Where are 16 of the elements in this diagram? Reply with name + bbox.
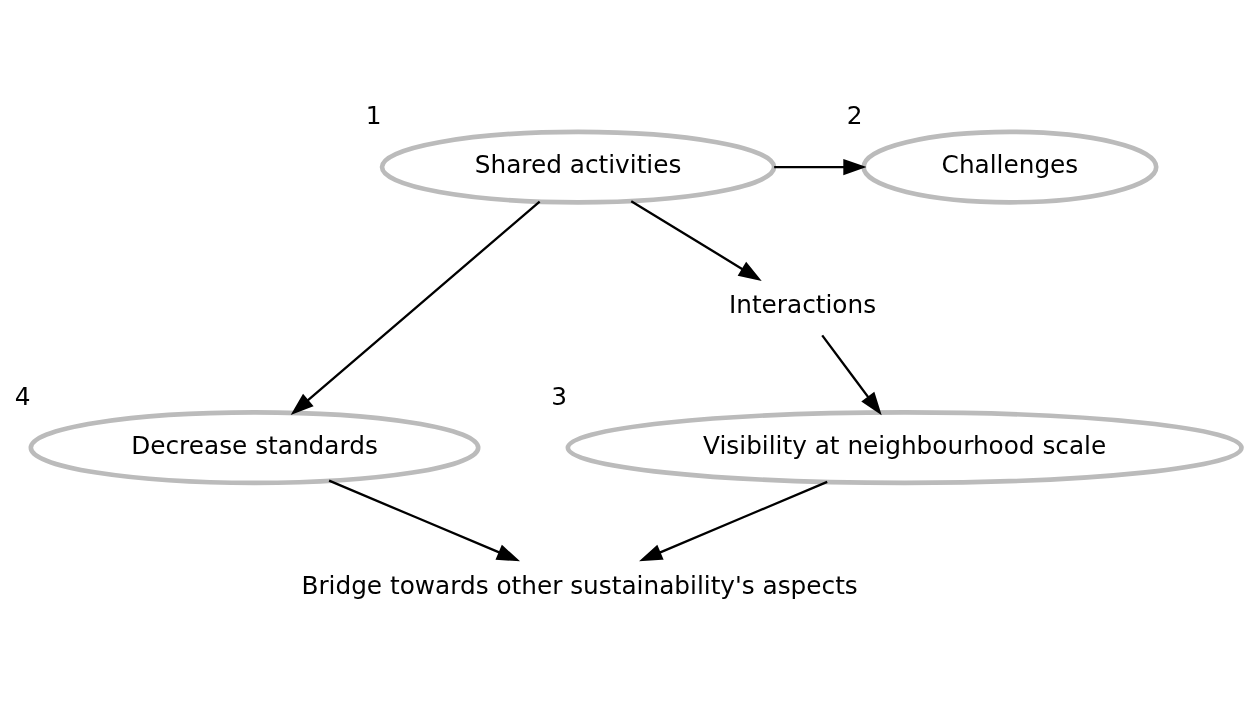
node-ellipse: Decrease standards <box>28 410 481 486</box>
arrow <box>639 480 828 562</box>
node-ellipse: Visibility at neighbourhood scale <box>565 410 1244 486</box>
node-label: 1 <box>365 101 382 131</box>
node-ellipse: Shared activities <box>379 129 777 205</box>
node-label: 3 <box>551 381 567 411</box>
node-text: Bridge towards other sustainability's aspects <box>301 570 858 600</box>
node-label: 2 <box>846 101 863 131</box>
arrow <box>328 479 521 562</box>
arrow <box>290 200 541 416</box>
node-label: 4 <box>14 381 31 411</box>
arrow <box>630 200 762 281</box>
arrow <box>821 334 882 416</box>
node-text: Interactions <box>728 290 877 320</box>
arrow <box>774 158 867 176</box>
node-ellipse: Challenges <box>861 129 1159 205</box>
